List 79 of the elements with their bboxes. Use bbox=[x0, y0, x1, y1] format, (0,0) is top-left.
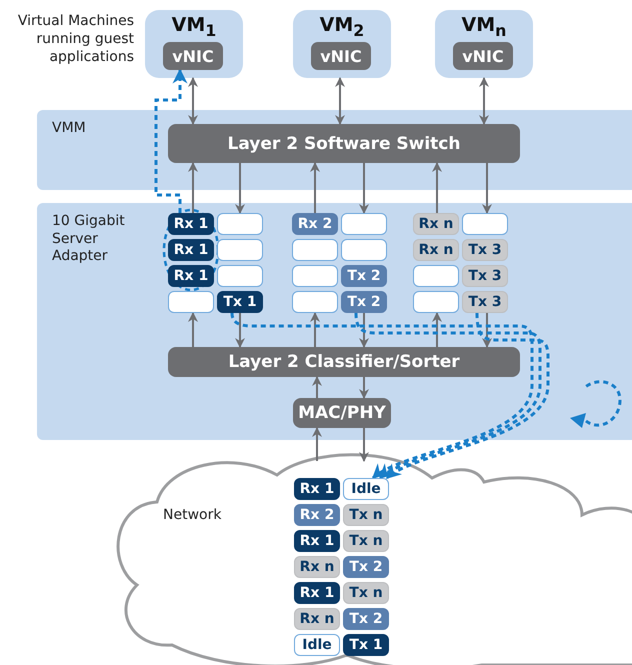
software-switch-bar: Layer 2 Software Switch bbox=[168, 124, 520, 163]
vmm-layer-band bbox=[37, 110, 632, 190]
queue-slot: Tx 2 bbox=[343, 556, 389, 578]
double-arrow bbox=[188, 77, 198, 125]
empty-queue-slot bbox=[341, 239, 387, 261]
vnic-box: vNIC bbox=[453, 42, 513, 70]
vm-panel bbox=[293, 10, 391, 78]
queue-slot: Rx 1 bbox=[294, 582, 340, 604]
queue-slot: Rx 1 bbox=[294, 530, 340, 552]
arrow bbox=[188, 312, 198, 347]
double-arrow bbox=[335, 77, 345, 125]
queue-slot: Idle bbox=[343, 478, 389, 500]
arrow bbox=[235, 163, 245, 214]
queue-slot: Tx 2 bbox=[341, 291, 387, 313]
empty-queue-slot bbox=[168, 291, 214, 313]
empty-queue-slot bbox=[292, 265, 338, 287]
arrow bbox=[432, 162, 442, 213]
queue-slot: Rx n bbox=[294, 556, 340, 578]
queue-slot: Rx n bbox=[413, 239, 459, 261]
queue-slot: Tx n bbox=[343, 530, 389, 552]
dashed-arrow bbox=[354, 312, 542, 480]
double-arrow bbox=[479, 77, 489, 125]
arrow bbox=[235, 313, 245, 348]
queue-slot: Tx 3 bbox=[462, 265, 508, 287]
dashed-arrow bbox=[154, 68, 188, 213]
empty-queue-slot bbox=[292, 291, 338, 313]
vm-title: VM$_{n}$ bbox=[460, 14, 508, 40]
arrow bbox=[310, 162, 320, 213]
empty-queue-slot bbox=[217, 265, 263, 287]
queue-slot: Tx 1 bbox=[217, 291, 263, 313]
vm-title: VM$_{1}$ bbox=[170, 14, 218, 40]
queue-slot: Idle bbox=[294, 634, 340, 656]
arrow bbox=[359, 313, 369, 348]
queue-slot: Tx 1 bbox=[343, 634, 389, 656]
vm-panel bbox=[145, 10, 243, 78]
empty-queue-slot bbox=[217, 239, 263, 261]
layer-label: VMM bbox=[52, 120, 87, 138]
arrow bbox=[310, 312, 320, 347]
vnic-box: vNIC bbox=[311, 42, 371, 70]
vm-title: VM$_{2}$ bbox=[318, 14, 366, 40]
empty-queue-slot bbox=[413, 265, 459, 287]
layer-label: 10 Gigabit Server Adapter bbox=[52, 213, 126, 266]
side-caption: Virtual Machines running guest applications bbox=[16, 12, 134, 67]
empty-queue-slot bbox=[341, 213, 387, 235]
queue-slot: Rx 2 bbox=[292, 213, 338, 235]
classifier-bar: Layer 2 Classifier/Sorter bbox=[168, 347, 520, 377]
queue-slot: Tx n bbox=[343, 582, 389, 604]
arrow bbox=[312, 376, 322, 398]
queue-slot: Rx 1 bbox=[168, 213, 214, 235]
queue-slot: Tx 3 bbox=[462, 291, 508, 313]
empty-queue-slot bbox=[462, 213, 508, 235]
arrow bbox=[359, 163, 369, 214]
arrow bbox=[188, 162, 198, 213]
queue-slot: Rx 1 bbox=[168, 265, 214, 287]
queue-slot: Tx 2 bbox=[343, 608, 389, 630]
queue-slot: Tx n bbox=[343, 504, 389, 526]
arrow bbox=[359, 377, 369, 399]
queue-slot: Rx n bbox=[413, 213, 459, 235]
empty-queue-slot bbox=[217, 213, 263, 235]
queue-slot: Rx 1 bbox=[168, 239, 214, 261]
arrow bbox=[312, 427, 322, 461]
dashed-arrow bbox=[230, 312, 534, 480]
vnic-box: vNIC bbox=[163, 42, 223, 70]
arrow bbox=[359, 428, 369, 462]
mac-phy-box: MAC/PHY bbox=[293, 398, 391, 428]
queue-slot: Rx n bbox=[294, 608, 340, 630]
empty-queue-slot bbox=[413, 291, 459, 313]
arrow bbox=[432, 312, 442, 347]
vm-panel bbox=[435, 10, 533, 78]
queue-slot: Rx 2 bbox=[294, 504, 340, 526]
arrow bbox=[482, 163, 492, 214]
dashed-arrow bbox=[386, 312, 550, 480]
queue-slot: Tx 2 bbox=[341, 265, 387, 287]
cloud-label: Network bbox=[163, 507, 222, 524]
arrow bbox=[482, 313, 492, 348]
empty-queue-slot bbox=[292, 239, 338, 261]
queue-slot: Tx 3 bbox=[462, 239, 508, 261]
queue-slot: Rx 1 bbox=[294, 478, 340, 500]
adapter-band bbox=[37, 203, 632, 440]
